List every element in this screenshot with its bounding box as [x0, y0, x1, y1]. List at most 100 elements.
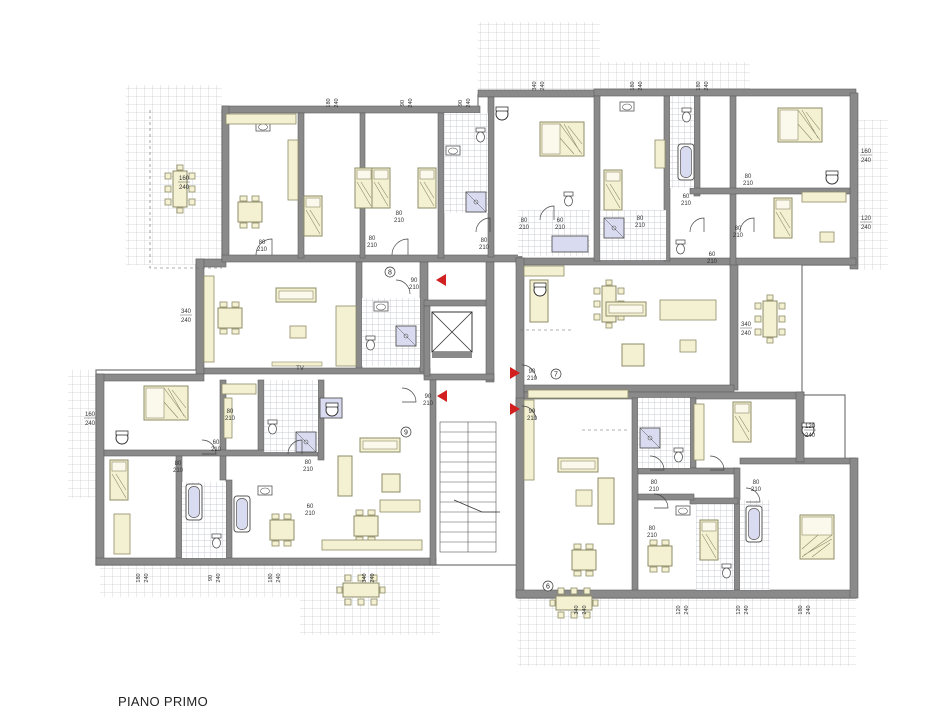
svg-text:80: 80 [521, 218, 528, 224]
svg-text:80: 80 [227, 409, 234, 415]
sink-icon [619, 101, 635, 112]
svg-text:210: 210 [173, 468, 184, 474]
toilet-icon [475, 127, 486, 143]
sofa-icon [275, 287, 317, 303]
toilet-icon [673, 447, 684, 463]
single-bed-icon [417, 167, 437, 209]
svg-text:210: 210 [257, 247, 268, 253]
double-bed-icon [143, 385, 189, 421]
toilet-icon [675, 239, 686, 255]
wardrobe [693, 403, 705, 461]
svg-text:210: 210 [423, 401, 434, 407]
terrace-east [856, 120, 888, 270]
coffee-table [575, 489, 593, 507]
svg-text:80: 80 [396, 211, 403, 217]
furniture [109, 101, 847, 619]
terrace-south [300, 565, 440, 635]
single-bed-icon [109, 459, 129, 501]
svg-text:180: 180 [268, 573, 274, 582]
svg-text:210: 210 [647, 533, 658, 539]
toilet-icon [267, 419, 278, 435]
armchair-icon [621, 343, 645, 367]
svg-text:240: 240 [806, 605, 812, 614]
svg-text:120: 120 [736, 605, 742, 614]
bathtub-icon [233, 495, 251, 533]
svg-text:160: 160 [85, 412, 96, 418]
svg-text:240: 240 [704, 81, 710, 90]
svg-text:240: 240 [466, 98, 472, 107]
wardrobe [221, 383, 257, 395]
svg-text:90: 90 [425, 394, 432, 400]
unit-number-6: 6 [542, 580, 554, 592]
kitchen-counter [659, 299, 717, 321]
svg-text:240: 240 [582, 605, 588, 614]
svg-text:160: 160 [179, 176, 190, 182]
toilet-icon [365, 335, 376, 351]
armchair-icon [115, 430, 129, 445]
svg-text:90: 90 [411, 278, 418, 284]
svg-text:210: 210 [555, 225, 566, 231]
dim-120-240: 120 240 [804, 424, 816, 439]
svg-text:210: 210 [519, 225, 530, 231]
double-bed-icon [799, 514, 835, 560]
terrace-north-central [478, 22, 600, 90]
svg-text:120: 120 [861, 216, 872, 222]
svg-text:240: 240 [181, 318, 192, 324]
sofa-icon [337, 455, 353, 497]
svg-text:210: 210 [527, 376, 538, 382]
svg-text:9: 9 [404, 430, 408, 437]
svg-text:60: 60 [683, 194, 690, 200]
armchair-icon [495, 106, 509, 121]
shower-icon [603, 217, 625, 239]
svg-text:80: 80 [259, 240, 266, 246]
bathtub-icon [677, 143, 695, 181]
svg-text:210: 210 [707, 259, 718, 265]
svg-text:240: 240 [638, 81, 644, 90]
wardrobe [287, 139, 299, 201]
svg-text:210: 210 [409, 285, 420, 291]
dim-340-240: 340 240 [180, 309, 192, 324]
svg-text:80: 80 [745, 174, 752, 180]
svg-text:80: 80 [175, 461, 182, 467]
svg-text:240: 240 [179, 185, 190, 191]
double-bed-icon [539, 121, 585, 157]
svg-text:240: 240 [144, 573, 150, 582]
kitchen-counter [523, 399, 535, 481]
wardrobe [225, 113, 297, 125]
armchair-icon [825, 170, 839, 185]
svg-text:340: 340 [181, 309, 192, 315]
svg-text:210: 210 [479, 245, 490, 251]
svg-text:240: 240 [805, 433, 816, 439]
wardrobe [801, 191, 847, 203]
shower-icon [395, 325, 417, 347]
coffee-table [679, 339, 697, 353]
kitchen-counter [335, 305, 357, 367]
sink-icon [445, 145, 461, 156]
sink-icon [373, 301, 389, 312]
toilet-icon [681, 107, 692, 123]
toilet-icon [211, 533, 222, 549]
single-bed-icon [603, 169, 623, 211]
single-bed-icon [699, 519, 719, 561]
single-bed-icon [303, 195, 323, 237]
svg-text:210: 210 [211, 447, 222, 453]
svg-text:180: 180 [696, 81, 702, 90]
svg-text:60: 60 [213, 440, 220, 446]
double-bed-icon [777, 107, 823, 143]
kitchen-counter [203, 275, 215, 363]
svg-text:180: 180 [136, 573, 142, 582]
dim-340-240: 340 240 [740, 322, 752, 337]
svg-text:240: 240 [861, 158, 872, 164]
coffee-table [289, 325, 307, 339]
unit-numbers: 8 7 9 6 [384, 266, 562, 592]
